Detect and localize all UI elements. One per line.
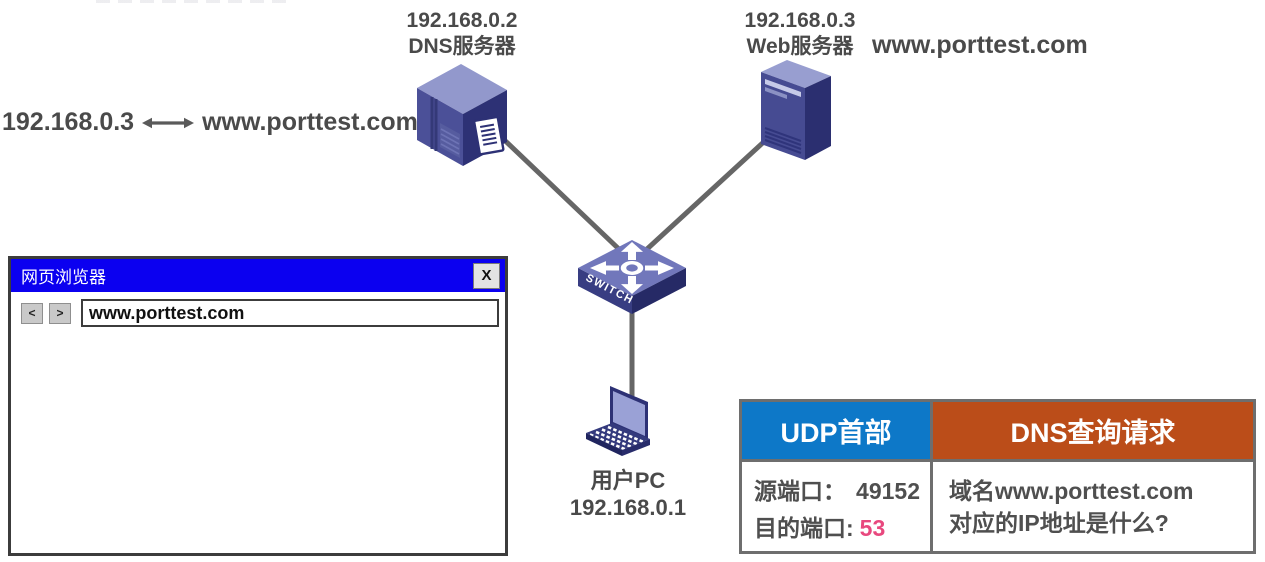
source-port-row: 源端口： 49152 [754, 472, 920, 506]
browser-titlebar[interactable]: 网页浏览器 X [11, 259, 505, 292]
dns-header-cell: DNS查询请求 [933, 402, 1253, 459]
browser-window: 网页浏览器 X < > [8, 256, 508, 556]
double-arrow-icon [142, 117, 195, 128]
link-web-to-switch [643, 135, 771, 253]
udp-header-cell: UDP首部 [742, 402, 930, 459]
dns-query-line2: 对应的IP地址是什么? [949, 509, 1169, 536]
switch-icon: SWITCH [578, 240, 686, 314]
ip-domain-mapping: 192.168.0.3 www.porttest.com [2, 108, 418, 137]
forward-button[interactable]: > [49, 302, 71, 324]
browser-title: 网页浏览器 [21, 268, 106, 287]
dns-query-line1: 域名www.porttest.com [949, 477, 1194, 504]
dns-query-cell: 域名www.porttest.com 对应的IP地址是什么? [933, 462, 1253, 551]
switch-arrows-icon [590, 241, 674, 295]
web-server-ip: 192.168.0.3 [744, 9, 856, 32]
source-port-label: 源端口： [754, 478, 846, 504]
link-dns-to-switch [494, 130, 625, 255]
mapping-ip: 192.168.0.3 [2, 108, 135, 136]
mapping-domain: www.porttest.com [202, 108, 418, 136]
udp-body-cell: 源端口： 49152 目的端口: 53 [742, 462, 930, 551]
dns-server-name: DNS服务器 [408, 35, 516, 58]
dns-server-ip: 192.168.0.2 [406, 9, 518, 32]
back-button[interactable]: < [21, 302, 43, 324]
dest-port-value: 53 [859, 515, 886, 541]
close-button[interactable]: X [473, 262, 500, 289]
user-pc-name: 用户PC [590, 468, 666, 493]
browser-toolbar: < > [11, 292, 505, 327]
web-server-icon [761, 60, 831, 160]
packet-table: UDP首部 DNS查询请求 源端口： 49152 目的端口: 53 域名www.… [739, 399, 1256, 554]
web-server-name: Web服务器 [746, 35, 854, 58]
dns-server-label: 192.168.0.2 DNS服务器 [352, 8, 572, 60]
web-server-label: 192.168.0.3 Web服务器 [700, 8, 900, 60]
dest-port-row: 目的端口: 53 [754, 509, 920, 543]
web-server-domain: www.porttest.com [872, 31, 1088, 59]
dest-port-label: 目的端口: [754, 515, 854, 541]
source-port-value: 49152 [856, 478, 920, 504]
user-pc-icon [586, 386, 650, 456]
user-pc-ip: 192.168.0.1 [569, 495, 687, 520]
cropped-top-text-remnant [96, 0, 294, 3]
dns-server-icon [417, 64, 507, 166]
dns-zone-file-icon [473, 115, 505, 156]
address-bar-input[interactable] [81, 299, 499, 327]
user-pc-label: 用户PC 192.168.0.1 [540, 467, 716, 521]
